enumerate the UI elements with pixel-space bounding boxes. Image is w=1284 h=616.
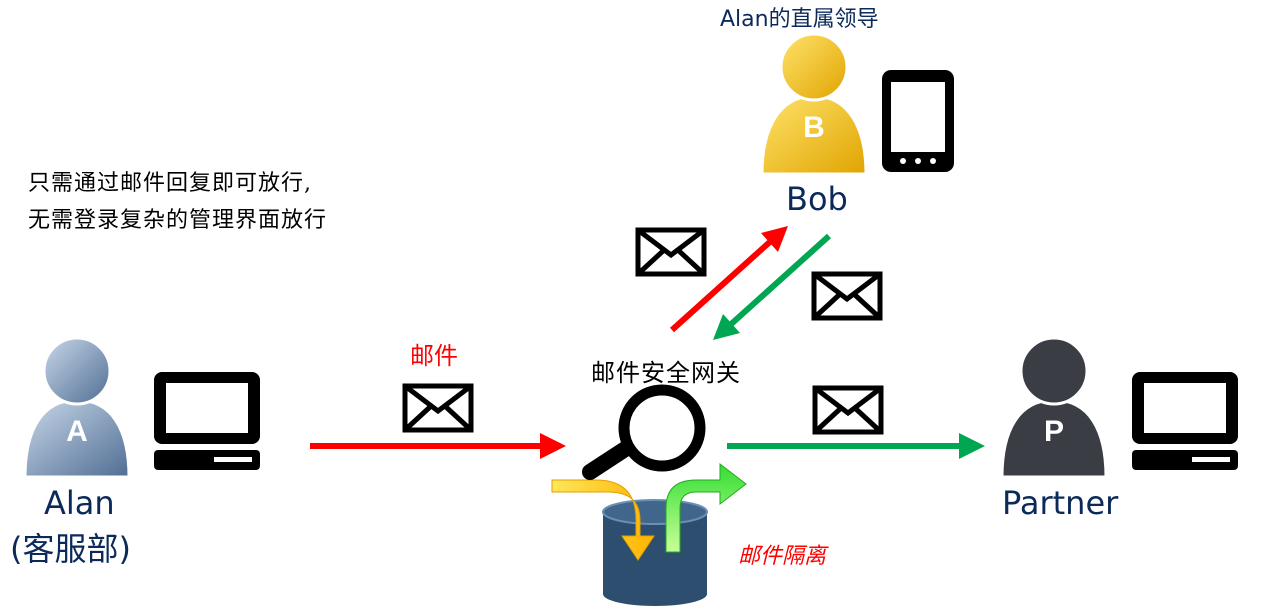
arrow-alan-to-gateway (310, 433, 566, 459)
alan-initial: A (66, 415, 88, 448)
bob-role-label: Alan的直属领导 (720, 7, 879, 32)
description-note: 只需通过邮件回复即可放行, 无需登录复杂的管理界面放行 (28, 165, 327, 239)
gateway-label: 邮件安全网关 (591, 359, 741, 387)
gateway-graphic (551, 384, 747, 606)
quarantine-label: 邮件隔离 (738, 544, 827, 569)
arrow-gateway-to-partner (727, 433, 985, 459)
arrow-gateway-to-bob (669, 226, 788, 333)
envelope-icon-partner (812, 385, 884, 435)
envelope-icon-to-bob (635, 227, 707, 277)
partner-computer-icon (1132, 372, 1238, 470)
bob-name: Bob (786, 180, 848, 218)
partner-initial: P (1044, 415, 1064, 448)
alan-department: (客服部) (10, 530, 131, 568)
note-line-1: 只需通过邮件回复即可放行, (28, 171, 312, 196)
bob-person-icon: B (760, 32, 868, 176)
smartphone-icon (882, 70, 954, 172)
database-icon (602, 499, 708, 606)
alan-computer-icon (154, 372, 260, 470)
partner-person-icon: P (1000, 336, 1108, 479)
arrow-bob-to-gateway (713, 233, 832, 340)
envelope-icon-from-bob (811, 271, 883, 321)
bob-initial: B (803, 111, 825, 144)
magnifier-icon (582, 384, 706, 480)
release-arrow-icon (665, 462, 747, 553)
envelope-icon-alan (402, 383, 474, 433)
alan-name: Alan (44, 484, 115, 522)
mail-label: 邮件 (410, 342, 458, 370)
note-line-2: 无需登录复杂的管理界面放行 (28, 208, 328, 233)
quarantine-arrow-icon (551, 479, 655, 561)
alan-person-icon: A (23, 336, 131, 479)
partner-name: Partner (1002, 484, 1119, 522)
